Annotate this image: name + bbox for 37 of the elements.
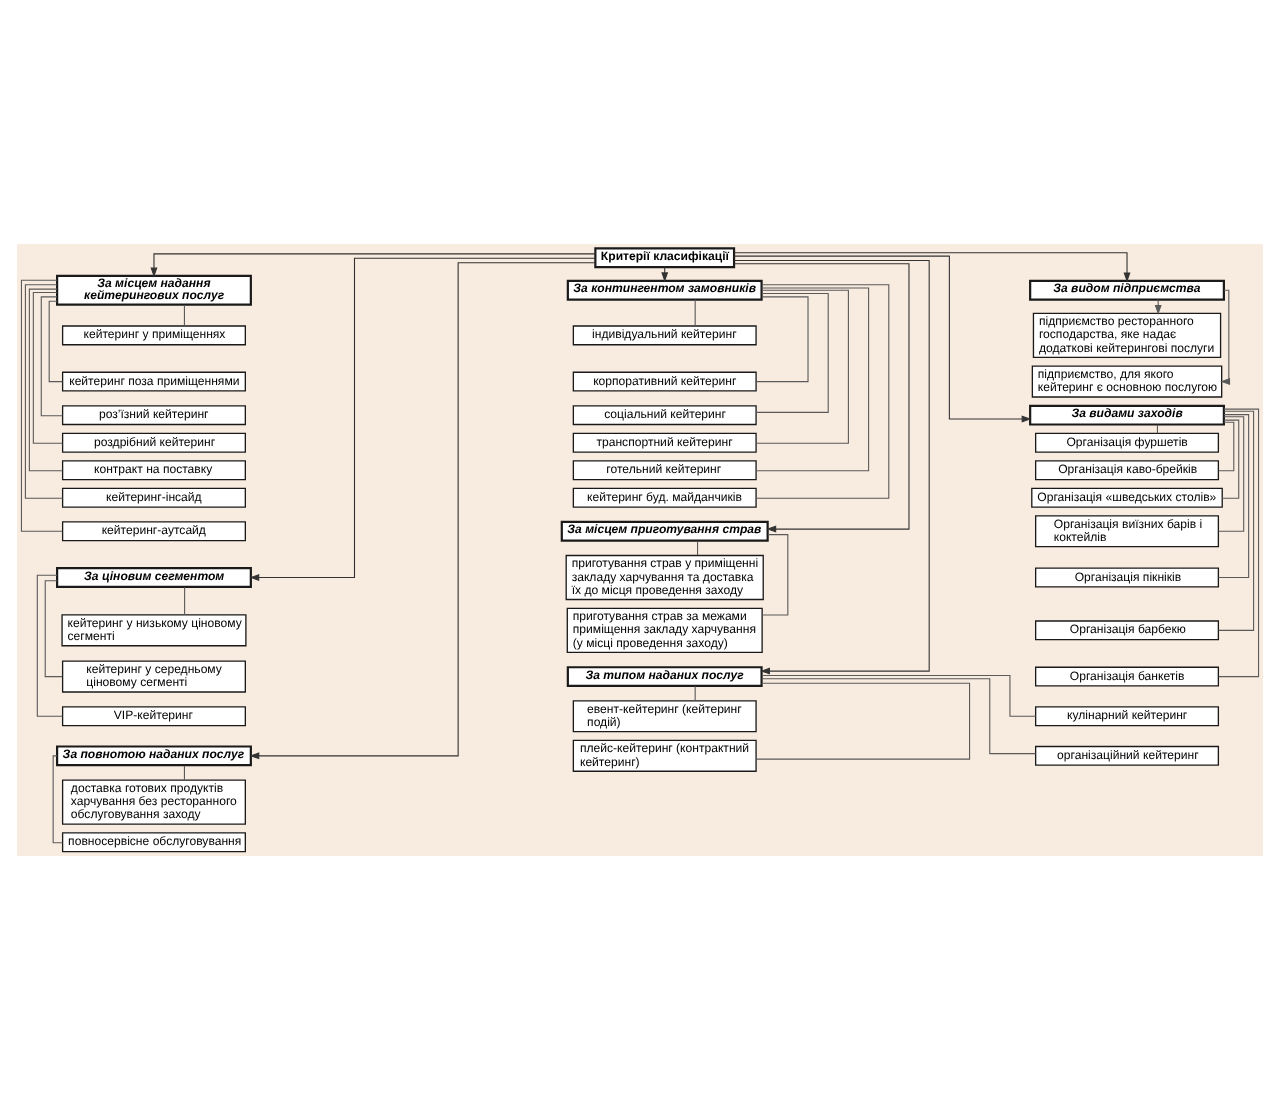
connector [1217, 421, 1235, 472]
connector [183, 304, 185, 327]
connector [1218, 408, 1260, 678]
connector [755, 296, 809, 383]
connector [32, 291, 64, 444]
connector [755, 287, 870, 472]
connector [28, 288, 63, 472]
connector [44, 580, 63, 678]
arrow [733, 263, 910, 533]
connector [48, 300, 63, 383]
connector [183, 765, 185, 781]
arrow [733, 255, 1032, 423]
arrow [733, 259, 930, 675]
connector [756, 289, 849, 444]
connector [20, 279, 63, 532]
connector [694, 299, 696, 327]
connector [755, 284, 890, 499]
arrow [733, 252, 1131, 283]
connector [761, 678, 1036, 755]
arrow [249, 262, 596, 760]
connector [694, 685, 696, 702]
arrow [249, 257, 596, 581]
connector [24, 284, 64, 499]
arrow [150, 253, 596, 278]
connector [1218, 410, 1255, 631]
connector [52, 755, 63, 844]
connector [761, 674, 1037, 717]
arrow [1220, 289, 1231, 386]
connector [1221, 419, 1240, 499]
connector [755, 682, 971, 760]
connector [755, 292, 829, 413]
connector [697, 540, 699, 556]
connector [36, 574, 63, 717]
connector [40, 296, 63, 417]
connector [184, 586, 186, 616]
connector [1218, 416, 1245, 532]
connector [1218, 414, 1250, 579]
